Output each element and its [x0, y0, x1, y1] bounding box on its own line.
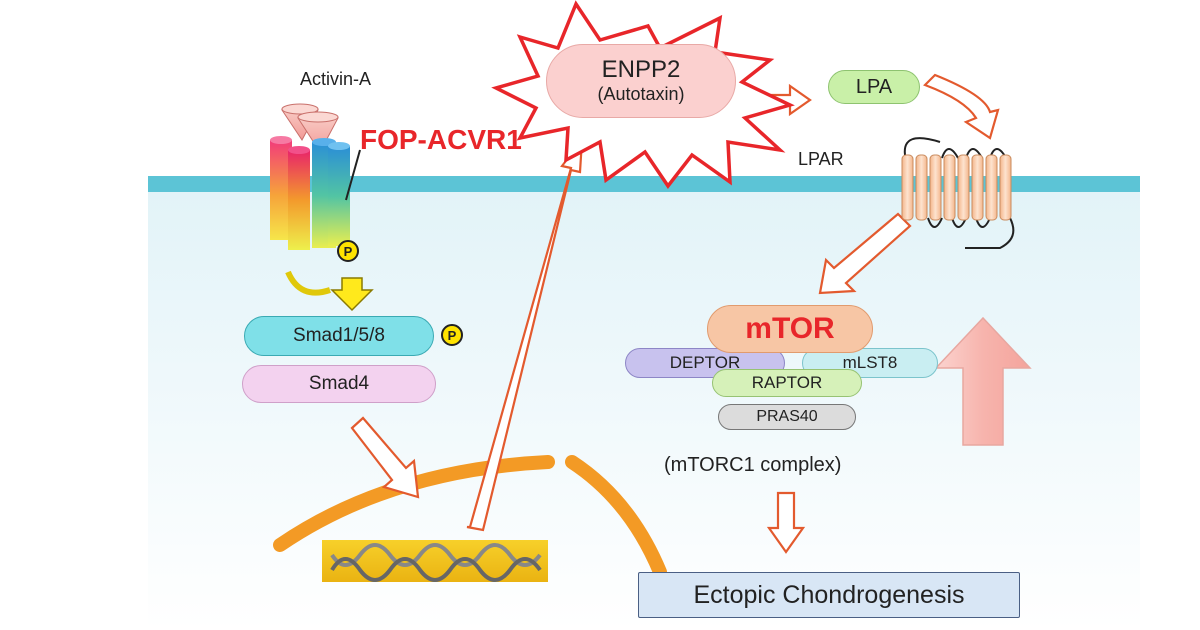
enpp2-label: ENPP2 [601, 56, 681, 84]
activation-curve-arrow [285, 270, 374, 312]
raptor-pill: RAPTOR [712, 369, 862, 397]
arrow-lpa-to-lpar [923, 73, 1000, 140]
pras40-pill: PRAS40 [718, 404, 856, 430]
autotaxin-label: (Autotaxin) [597, 83, 685, 104]
ectopic-chondrogenesis-box: Ectopic Chondrogenesis [638, 572, 1020, 618]
lpar-receptor-icon [901, 137, 1015, 249]
mtor-pill: mTOR [707, 305, 873, 353]
arrow-mtorc1-to-chondrogenesis [766, 491, 806, 554]
nuclear-envelope-right [565, 455, 667, 579]
smad158-pill: Smad1/5/8 [244, 316, 434, 356]
lpa-pill: LPA [828, 70, 920, 104]
lpar-label: LPAR [798, 149, 844, 169]
enpp2-pill: ENPP2 (Autotaxin) [546, 44, 736, 118]
fop-acvr1-label: FOP-ACVR1 [360, 124, 522, 155]
activin-a-ligand-icon [281, 103, 339, 153]
fop-acvr1-receptor-icon [270, 136, 361, 250]
phospho-badge-receptor: P [337, 240, 359, 262]
dna-helix-icon [322, 540, 548, 582]
arrow-smad-to-nucleus [350, 416, 420, 499]
smad4-pill: Smad4 [242, 365, 436, 403]
cell-membrane [148, 176, 1140, 192]
activin-a-label: Activin-A [300, 69, 372, 89]
upregulation-arrow [934, 316, 1032, 446]
arrow-lpar-to-mtor [818, 212, 912, 295]
mtorc1-complex-label: (mTORC1 complex) [664, 454, 842, 476]
phospho-badge-smad: P [441, 324, 463, 346]
